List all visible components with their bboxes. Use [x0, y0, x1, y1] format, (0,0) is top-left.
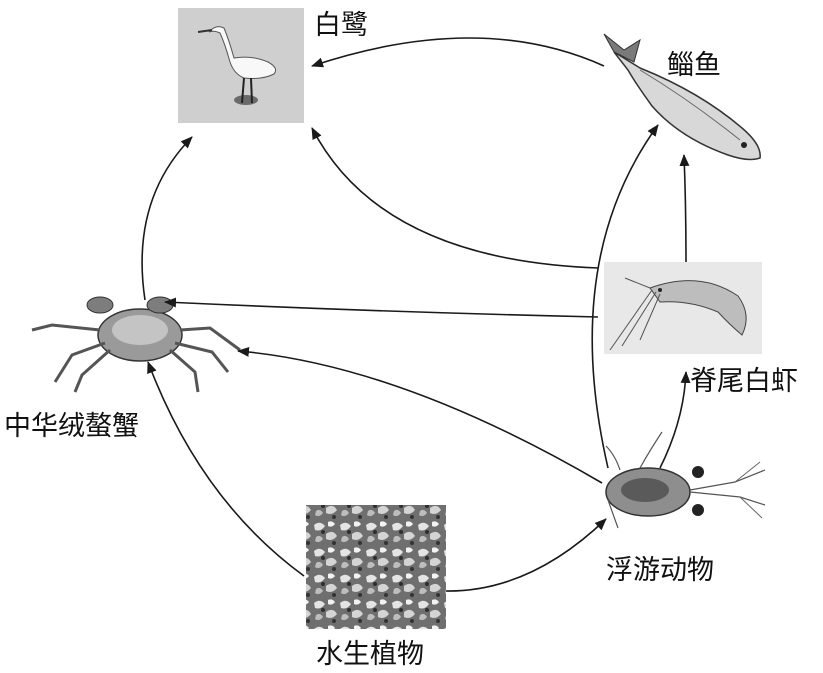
arrow-zooplankton-to-crab — [238, 351, 602, 483]
label-mullet: 鲻鱼 — [667, 52, 721, 79]
zooplankton-image — [606, 432, 765, 528]
arrow-shrimp-to-egret — [312, 128, 598, 268]
arrow-shrimp-to-mullet — [684, 155, 686, 262]
label-zooplankton: 浮游动物 — [606, 557, 714, 584]
arrow-zooplankton-to-shrimp — [660, 372, 686, 468]
label-egret: 白鹭 — [314, 12, 368, 39]
shrimp-image — [604, 262, 762, 354]
arrow-plants-to-zooplankton — [446, 519, 606, 591]
label-crab: 中华绒螯蟹 — [4, 413, 139, 440]
label-shrimp: 脊尾白虾 — [690, 368, 798, 395]
arrow-mullet-to-egret — [312, 38, 604, 66]
plants-image — [306, 505, 446, 629]
label-plants: 水生植物 — [316, 641, 424, 668]
egret-image — [178, 8, 304, 123]
crab-image — [32, 297, 240, 392]
arrow-crab-to-egret — [142, 137, 192, 300]
arrow-shrimp-to-crab — [165, 302, 598, 317]
arrow-plants-to-crab — [148, 362, 304, 576]
